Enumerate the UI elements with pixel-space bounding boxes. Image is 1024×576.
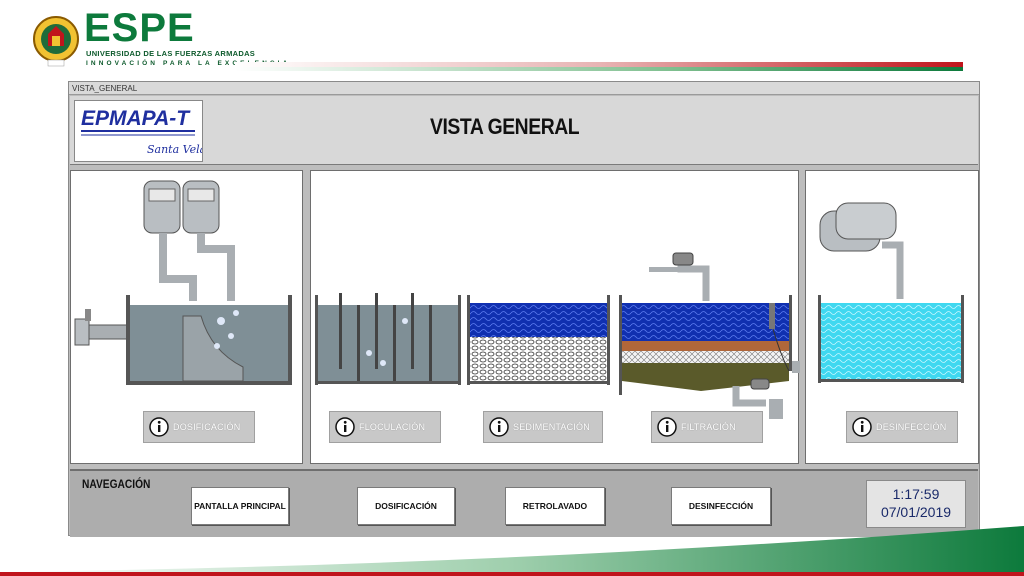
dosing-nav-button[interactable]: DOSIFICACIÓN xyxy=(357,487,455,525)
disinfection-info-label: DESINFECCIÓN xyxy=(876,422,947,432)
disinfection-nav-button[interactable]: DESINFECCIÓN xyxy=(671,487,771,525)
university-slogan: INNOVACIÓN PARA LA EXCELENCIA xyxy=(86,60,291,67)
dosing-info-button[interactable]: DOSIFICACIÓN xyxy=(143,411,255,443)
disinfection-panel: DESINFECCIÓN xyxy=(805,170,979,464)
navigation-panel: NAVEGACIÓN PANTALLA PRINCIPAL DOSIFICACI… xyxy=(70,469,978,537)
navigation-title: NAVEGACIÓN xyxy=(82,477,151,491)
date-time-display: 1:17:59 07/01/2019 xyxy=(866,480,966,528)
disinfection-tank-diagram xyxy=(818,202,964,383)
window-titlebar: VISTA_GENERAL xyxy=(69,82,979,95)
dosing-info-label: DOSIFICACIÓN xyxy=(173,422,241,432)
disinfection-info-button[interactable]: DESINFECCIÓN xyxy=(846,411,958,443)
espe-brand-wordmark: ESPE xyxy=(84,6,195,50)
info-icon xyxy=(852,417,872,437)
info-icon xyxy=(149,417,169,437)
flocculation-info-button[interactable]: FLOCULACIÓN xyxy=(329,411,441,443)
header-color-stripe xyxy=(235,62,963,71)
flocculation-tank xyxy=(315,293,461,385)
clock-time: 1:17:59 xyxy=(892,486,940,502)
info-icon xyxy=(657,417,677,437)
sedimentation-info-label: SEDIMENTACIÓN xyxy=(513,422,590,432)
sedimentation-info-button[interactable]: SEDIMENTACIÓN xyxy=(483,411,603,443)
flocculation-info-label: FLOCULACIÓN xyxy=(359,422,426,432)
main-screen-button[interactable]: PANTALLA PRINCIPAL xyxy=(191,487,289,525)
backwash-nav-button[interactable]: RETROLAVADO xyxy=(505,487,605,525)
page-title: VISTA GENERAL xyxy=(430,114,580,139)
epmapa-logo-text: EPMAPA-T xyxy=(81,107,191,130)
university-seal-logo xyxy=(33,16,79,67)
university-name: UNIVERSIDAD DE LAS FUERZAS ARMADAS xyxy=(86,49,256,58)
dosing-tank-diagram xyxy=(74,180,292,385)
info-icon xyxy=(335,417,355,437)
filtration-tank xyxy=(619,252,800,419)
info-icon xyxy=(489,417,509,437)
chlorine-cylinder-icon xyxy=(819,202,897,252)
hmi-window: VISTA_GENERAL EPMAPA-T Santa Vela VISTA … xyxy=(68,81,980,537)
dosing-panel: DOSIFICACIÓN xyxy=(70,170,303,464)
epmapa-logo-signature: Santa Vela xyxy=(147,143,203,156)
clock-date: 07/01/2019 xyxy=(880,504,952,520)
valve-icon xyxy=(74,309,128,346)
title-panel: EPMAPA-T Santa Vela VISTA GENERAL xyxy=(70,96,978,165)
filtration-info-label: FILTRACIÓN xyxy=(681,422,736,432)
treatment-panel: FLOCULACIÓN SEDIMENTACIÓN FILTRACIÓN xyxy=(310,170,800,464)
treatment-diagram xyxy=(315,252,800,419)
dosing-pump-icon xyxy=(143,180,220,234)
epmapa-logo: EPMAPA-T Santa Vela xyxy=(74,100,203,162)
filtration-info-button[interactable]: FILTRACIÓN xyxy=(651,411,763,443)
sedimentation-tank xyxy=(467,295,610,385)
footer-wave-decoration xyxy=(0,526,1024,576)
